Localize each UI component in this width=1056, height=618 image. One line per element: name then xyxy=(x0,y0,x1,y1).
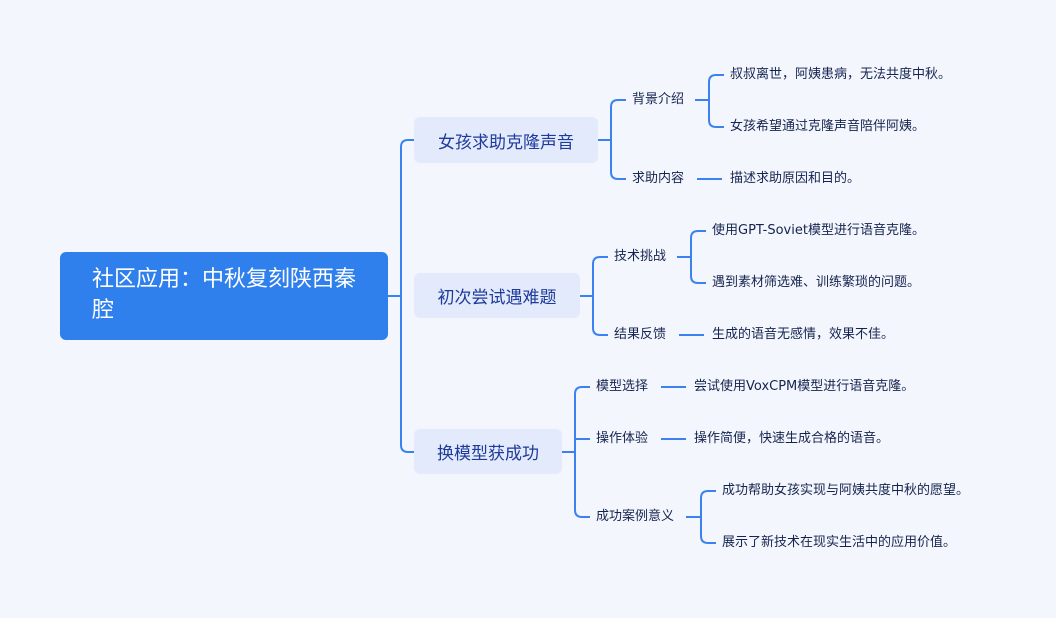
subtopic[interactable]: 背景介绍 xyxy=(632,92,685,107)
leaf-topic[interactable]: 尝试使用VoxCPM模型进行语音克隆。 xyxy=(694,379,915,394)
branch-topic-label: 初次尝试遇难题 xyxy=(437,288,557,308)
branch-topic-3[interactable]: 换模型获成功 xyxy=(414,429,562,474)
subtopic[interactable]: 结果反馈 xyxy=(614,327,667,342)
leaf-topic[interactable]: 叔叔离世，阿姨患病，无法共度中秋。 xyxy=(730,67,952,82)
leaf-topic[interactable]: 女孩希望通过克隆声音陪伴阿姨。 xyxy=(730,119,926,134)
subtopic[interactable]: 成功案例意义 xyxy=(596,509,675,524)
root-topic[interactable]: 社区应用：中秋复刻陕西秦腔 xyxy=(60,252,388,340)
leaf-topic[interactable]: 展示了新技术在现实生活中的应用价值。 xyxy=(722,535,957,550)
leaf-topic[interactable]: 成功帮助女孩实现与阿姨共度中秋的愿望。 xyxy=(722,483,970,498)
root-topic-title: 社区应用：中秋复刻陕西秦腔 xyxy=(92,267,357,323)
subtopic[interactable]: 技术挑战 xyxy=(614,249,667,264)
leaf-topic[interactable]: 使用GPT-Soviet模型进行语音克隆。 xyxy=(712,223,925,238)
branch-topic-1[interactable]: 女孩求助克隆声音 xyxy=(414,117,598,163)
subtopic[interactable]: 模型选择 xyxy=(596,379,649,394)
branch-topic-2[interactable]: 初次尝试遇难题 xyxy=(414,273,580,318)
branch-topic-label: 换模型获成功 xyxy=(437,444,539,464)
leaf-topic[interactable]: 生成的语音无感情，效果不佳。 xyxy=(712,327,895,342)
branch-topic-label: 女孩求助克隆声音 xyxy=(438,132,574,153)
subtopic[interactable]: 求助内容 xyxy=(632,171,685,186)
leaf-topic[interactable]: 描述求助原因和目的。 xyxy=(730,171,861,186)
subtopic[interactable]: 操作体验 xyxy=(596,431,649,446)
leaf-topic[interactable]: 操作简便，快速生成合格的语音。 xyxy=(694,431,890,446)
leaf-topic[interactable]: 遇到素材筛选难、训练繁琐的问题。 xyxy=(712,275,921,290)
